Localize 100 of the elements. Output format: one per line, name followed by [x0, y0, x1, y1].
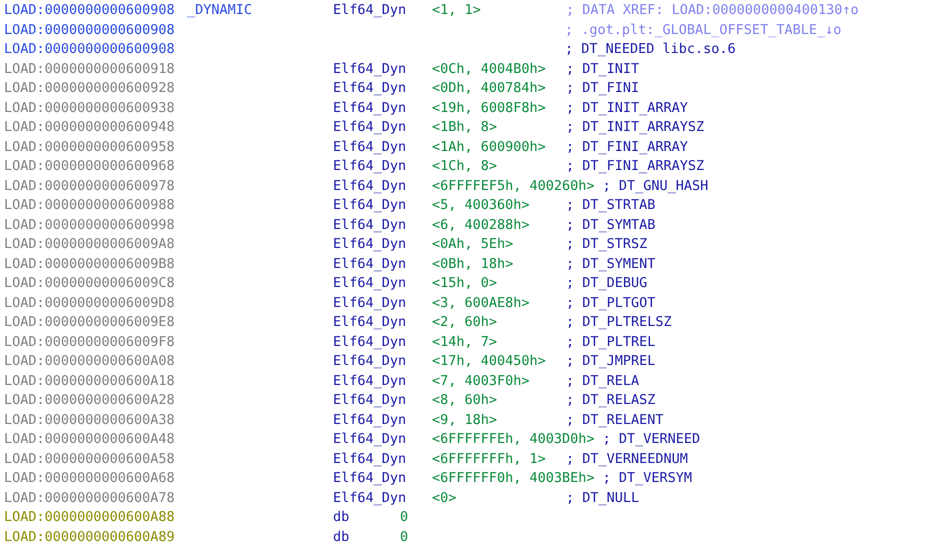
operand-text: <15h, 0>: [432, 274, 498, 293]
comment-text: ; DT_NEEDED libc.so.6: [565, 41, 736, 57]
comment-text: ; DT_FINI: [566, 80, 640, 96]
operand-text: <17h, 400450h>: [432, 352, 547, 371]
operand-text: <6FFFFFFFh, 1>: [432, 450, 547, 468]
operand-text: <0Ch, 4004B0h>: [432, 60, 547, 78]
address-text: LOAD:0000000000600A18: [4, 372, 175, 390]
address-text: LOAD:0000000000600928: [4, 79, 175, 98]
comment-text: ; DT_VERSYM: [602, 470, 692, 486]
comment-text: ; DT_NULL: [566, 490, 640, 506]
operand-text: <7, 4003F0h>: [432, 372, 531, 390]
operand-text: <0Ah, 5Eh>: [432, 235, 514, 254]
comment-text: ; DT_STRTAB: [566, 197, 656, 213]
operand-text: <9, 18h>: [432, 410, 498, 430]
mnemonic-text: Elf64_Dyn: [333, 254, 406, 274]
operand-text: <3, 600AE8h>: [432, 294, 531, 312]
comment-text: ; DT_RELA: [566, 372, 640, 388]
comment-text: ; DT_INIT_ARRAY: [566, 100, 688, 116]
operand-text: 0: [400, 528, 408, 546]
address-text: LOAD:0000000000600988: [4, 196, 175, 215]
address-text: LOAD:0000000000600A68: [4, 469, 175, 488]
address-text: LOAD:00000000006009B8: [4, 254, 175, 274]
address-text: LOAD:0000000000600938: [4, 98, 175, 118]
comment-text: ; DT_RELASZ: [566, 392, 656, 408]
operand-text: <1Ah, 600900h>: [432, 138, 547, 156]
mnemonic-text: Elf64_Dyn: [333, 216, 406, 234]
operand-text: <6, 400288h>: [432, 216, 531, 234]
mnemonic-text: Elf64_Dyn: [333, 60, 406, 78]
operand-text: <19h, 6008F8h>: [432, 98, 547, 118]
operand-text: <6FFFFFF0h, 4003BEh>: [432, 469, 595, 488]
mnemonic-text: Elf64_Dyn: [333, 332, 406, 352]
address-text: LOAD:0000000000600918: [4, 60, 175, 78]
mnemonic-text: Elf64_Dyn: [333, 98, 406, 118]
address-text: LOAD:0000000000600A28: [4, 391, 175, 410]
comment-text: ; DT_FINI_ARRAYSZ: [566, 158, 704, 174]
operand-text: <1Ch, 8>: [432, 157, 498, 176]
operand-text: <1Bh, 8>: [432, 118, 498, 137]
operand-text: <2, 60h>: [432, 313, 498, 332]
mnemonic-text: Elf64_Dyn: [333, 118, 406, 137]
comment-text: ; DT_INIT_ARRAYSZ: [566, 119, 704, 135]
comment-text: ; DATA XREF: LOAD:0000000000400130↑o: [566, 2, 859, 18]
address-text: LOAD:00000000006009D8: [4, 294, 175, 312]
mnemonic-text: Elf64_Dyn: [333, 410, 406, 430]
address-text: LOAD:00000000006009A8: [4, 235, 175, 254]
mnemonic-text: db: [333, 528, 350, 546]
mnemonic-text: Elf64_Dyn: [333, 196, 406, 215]
symbol-name: _DYNAMIC: [187, 1, 252, 20]
mnemonic-text: Elf64_Dyn: [333, 450, 406, 468]
address-text: LOAD:0000000000600908: [4, 40, 175, 59]
address-text: LOAD:0000000000600908: [4, 1, 175, 20]
address-text: LOAD:0000000000600A89: [4, 528, 175, 546]
mnemonic-text: Elf64_Dyn: [333, 157, 406, 176]
operand-text: <6FFFFEF5h, 400260h>: [432, 176, 595, 196]
address-text: LOAD:0000000000600958: [4, 138, 175, 156]
comment-text: ; DT_JMPREL: [566, 353, 656, 369]
mnemonic-text: Elf64_Dyn: [333, 372, 406, 390]
operand-text: <0Dh, 400784h>: [432, 79, 547, 98]
operand-text: <8, 60h>: [432, 391, 498, 410]
mnemonic-text: Elf64_Dyn: [333, 138, 406, 156]
comment-text: ; DT_FINI_ARRAY: [566, 138, 688, 154]
address-text: LOAD:0000000000600908: [4, 20, 175, 40]
comment-text: ; .got.plt:_GLOBAL_OFFSET_TABLE_↓o: [565, 22, 842, 38]
comment-text: ; DT_SYMENT: [566, 256, 656, 272]
address-text: LOAD:0000000000600998: [4, 216, 175, 234]
address-text: LOAD:00000000006009C8: [4, 274, 175, 293]
address-text: LOAD:0000000000600A58: [4, 450, 175, 468]
mnemonic-text: Elf64_Dyn: [333, 313, 406, 332]
comment-text: ; DT_VERNEED: [602, 431, 700, 447]
comment-text: ; DT_PLTREL: [566, 334, 656, 350]
mnemonic-text: Elf64_Dyn: [333, 469, 406, 488]
comment-text: ; DT_STRSZ: [566, 236, 648, 252]
comment-text: ; DT_VERNEEDNUM: [566, 450, 688, 466]
mnemonic-text: Elf64_Dyn: [333, 274, 406, 293]
address-text: LOAD:0000000000600A08: [4, 352, 175, 371]
address-text: LOAD:00000000006009F8: [4, 332, 175, 352]
mnemonic-text: Elf64_Dyn: [333, 352, 406, 371]
mnemonic-text: Elf64_Dyn: [333, 391, 406, 410]
mnemonic-text: Elf64_Dyn: [333, 176, 406, 196]
mnemonic-text: Elf64_Dyn: [333, 79, 406, 98]
address-text: LOAD:0000000000600A48: [4, 430, 175, 449]
address-text: LOAD:0000000000600968: [4, 157, 175, 176]
address-text: LOAD:0000000000600A88: [4, 508, 175, 527]
comment-text: ; DT_RELAENT: [566, 412, 664, 428]
operand-text: <0>: [432, 488, 458, 508]
comment-text: ; DT_DEBUG: [566, 275, 648, 291]
mnemonic-text: Elf64_Dyn: [333, 430, 406, 449]
operand-text: <5, 400360h>: [432, 196, 531, 215]
address-text: LOAD:0000000000600948: [4, 118, 175, 137]
comment-text: ; DT_GNU_HASH: [602, 178, 708, 194]
operand-text: <0Bh, 18h>: [432, 254, 514, 274]
mnemonic-text: db: [333, 508, 350, 527]
comment-text: ; DT_INIT: [566, 60, 640, 76]
operand-text: <1, 1>: [432, 1, 482, 20]
operand-text: 0: [400, 508, 408, 527]
address-text: LOAD:0000000000600A78: [4, 488, 175, 508]
mnemonic-text: Elf64_Dyn: [333, 294, 406, 312]
comment-text: ; DT_PLTGOT: [566, 294, 656, 310]
address-text: LOAD:0000000000600A38: [4, 410, 175, 430]
operand-text: <14h, 7>: [432, 332, 498, 352]
comment-text: ; DT_PLTRELSZ: [566, 314, 672, 330]
